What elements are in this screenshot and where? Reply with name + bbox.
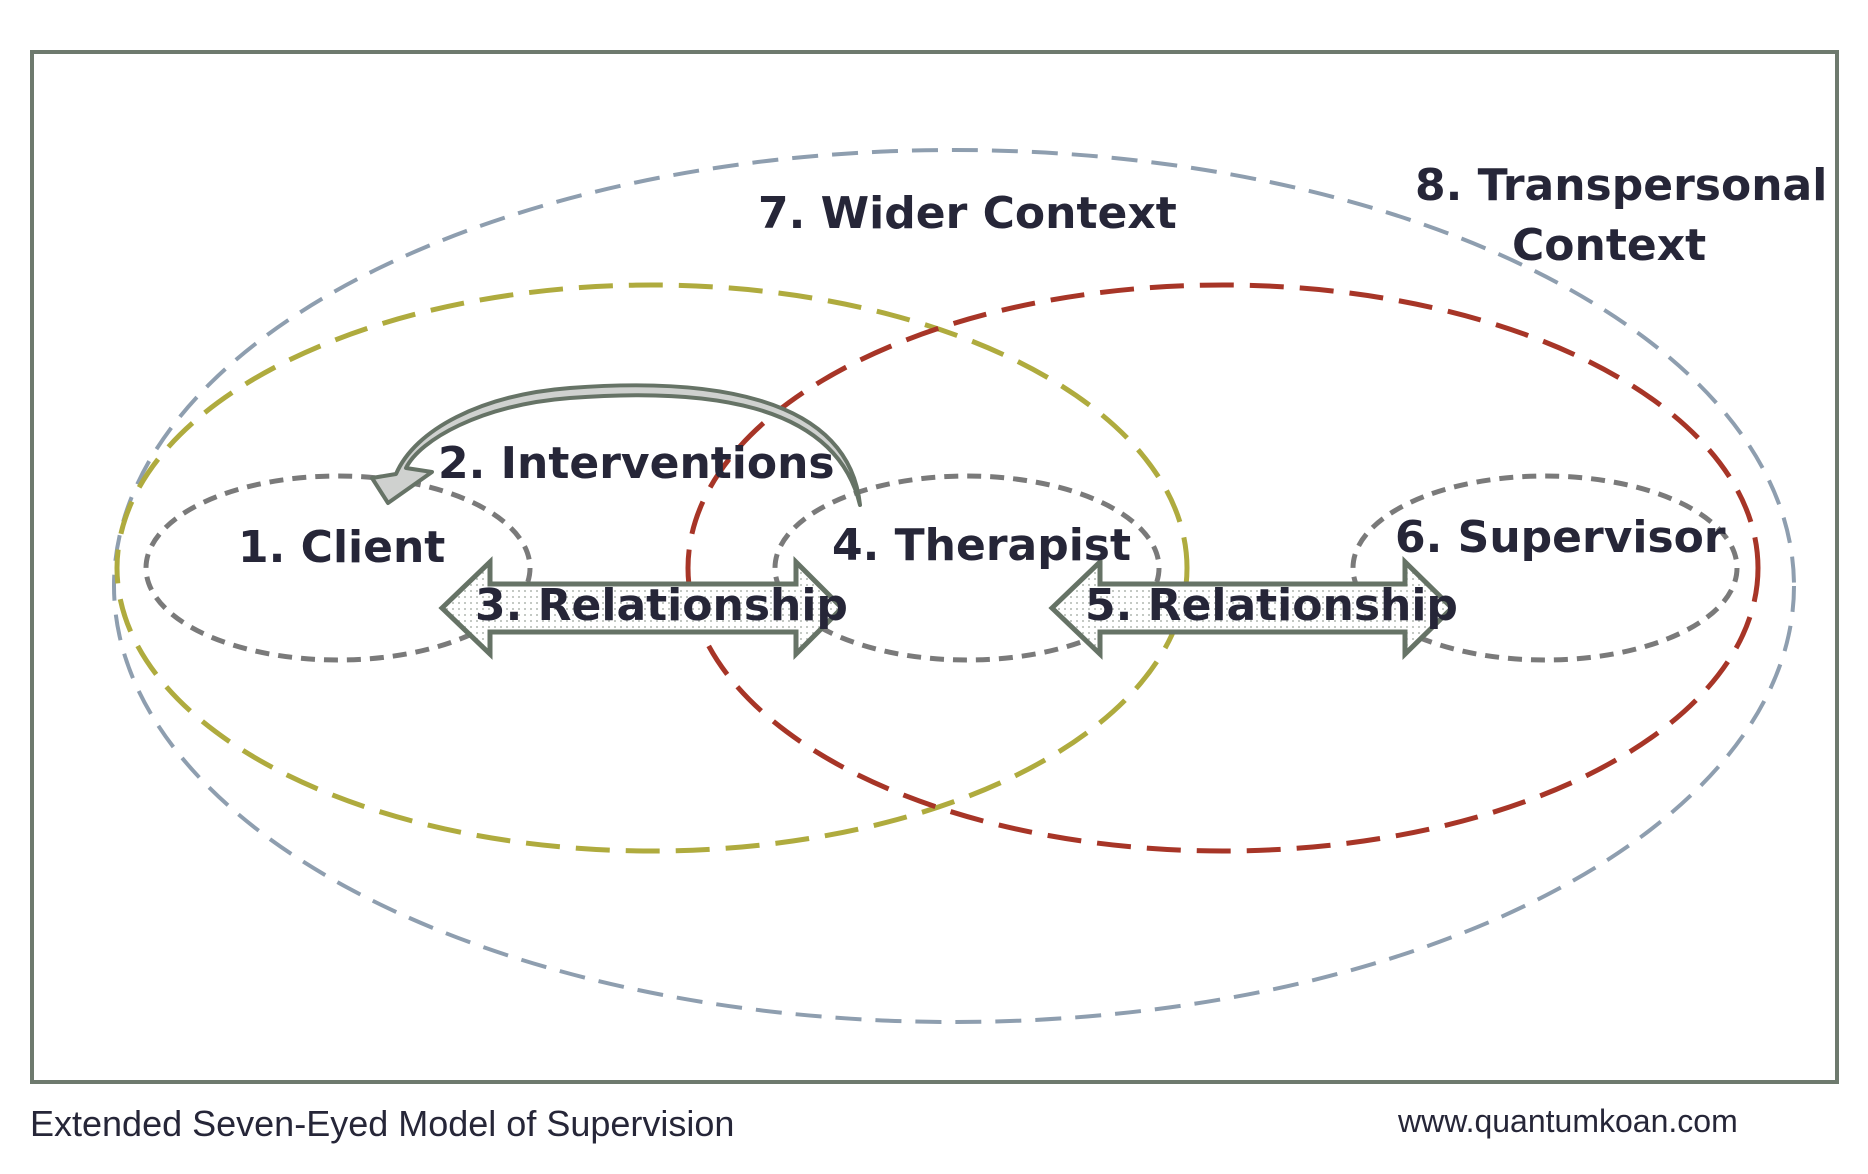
client-system-ellipse <box>114 282 1190 854</box>
transpersonal-label-line2: Context <box>1512 220 1706 271</box>
diagram-caption: Extended Seven-Eyed Model of Supervision <box>30 1103 734 1144</box>
supervisor-ellipse <box>1350 473 1740 663</box>
interventions-label: 2. Interventions <box>438 438 835 489</box>
supervisor-label: 6. Supervisor <box>1395 512 1726 563</box>
relationship-5-label: 5. Relationship <box>1085 580 1458 631</box>
wider-context-ellipse <box>112 148 1796 1024</box>
therapist-label: 4. Therapist <box>832 520 1131 571</box>
therapist-ellipse <box>772 473 1162 663</box>
relationship-3-arrow <box>438 555 846 661</box>
client-ellipse <box>143 473 533 663</box>
relationship-3-label: 3. Relationship <box>475 580 848 631</box>
diagram-frame <box>30 50 1839 1084</box>
website-url: www.quantumkoan.com <box>1397 1103 1738 1139</box>
wider-context-label: 7. Wider Context <box>758 188 1177 239</box>
relationship-5-arrow <box>1048 556 1456 660</box>
client-label: 1. Client <box>238 522 445 573</box>
transpersonal-label-line1: 8. Transpersonal <box>1415 160 1827 211</box>
supervisor-system-ellipse <box>685 282 1761 854</box>
interventions-arrow <box>370 383 862 507</box>
